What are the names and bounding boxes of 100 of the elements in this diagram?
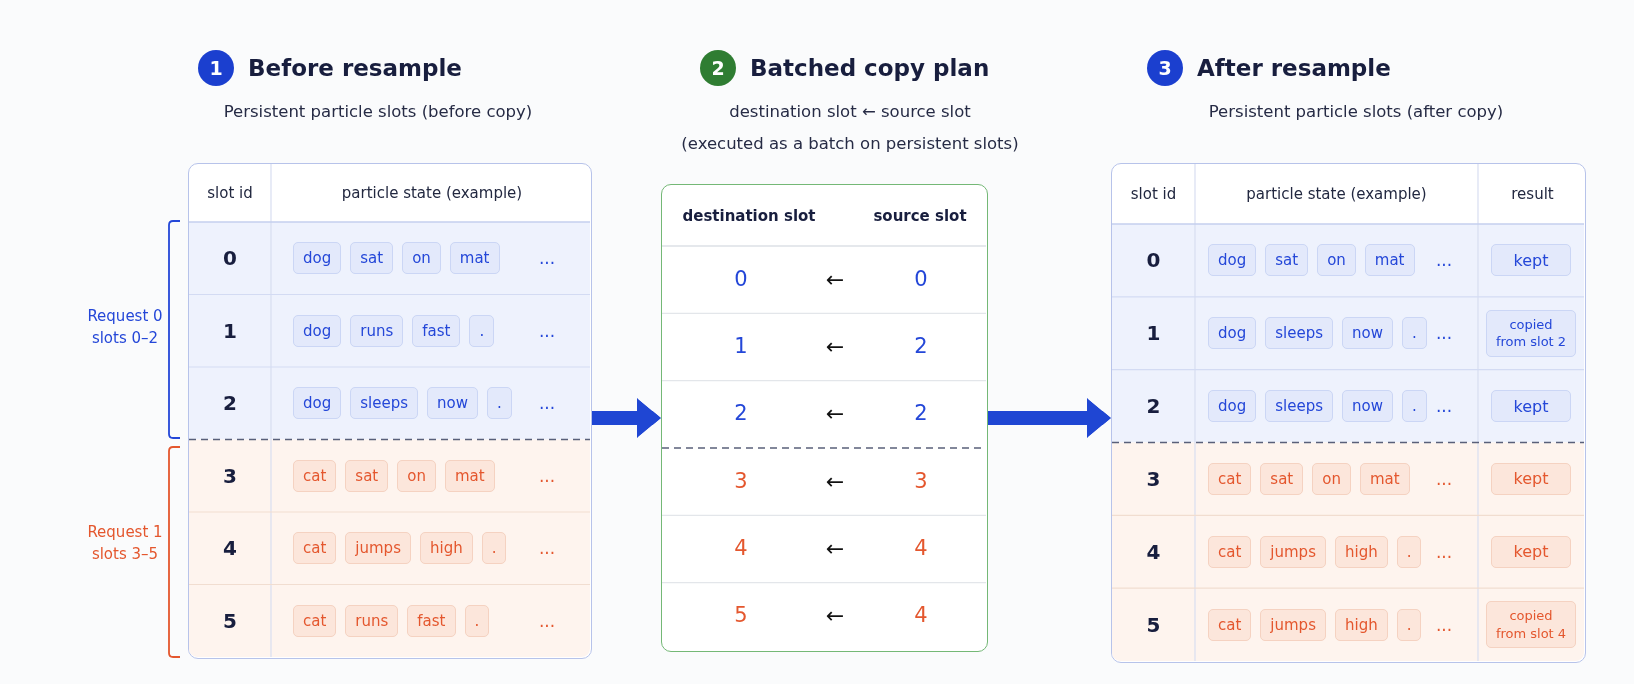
slot-number: 2 <box>1146 394 1161 419</box>
slot-number: 1 <box>734 334 748 360</box>
slot-number: 1 <box>1146 321 1161 346</box>
slot-number: 3 <box>734 469 748 495</box>
token-chip: sat <box>345 459 389 492</box>
ellipsis-text: ... <box>1435 541 1453 562</box>
token-chip: jumps <box>345 532 411 565</box>
token-chip: cat <box>1208 608 1252 641</box>
column-header: slot id <box>1130 185 1177 203</box>
step-badge: 2 <box>700 50 736 86</box>
column-header: slot id <box>207 184 253 202</box>
token-chip: mat <box>449 242 500 275</box>
ellipsis-text: ... <box>1435 395 1453 417</box>
token-chip: on <box>402 242 441 275</box>
slot-number: 0 <box>1146 248 1161 273</box>
panel-subtitle: destination slot ← source slot <box>729 102 971 122</box>
token-chip: . <box>486 387 512 420</box>
token-chip: sleeps <box>1265 317 1333 350</box>
copy-direction-arrow: ← <box>825 468 845 495</box>
token-chip: mat <box>1359 462 1410 495</box>
panel-subtitle: Persistent particle slots (before copy) <box>223 102 533 122</box>
status-chip: kept <box>1490 535 1572 568</box>
copy-direction-arrow: ← <box>825 603 845 630</box>
panel-heading: Before resample <box>248 55 462 83</box>
token-chip: now <box>427 387 478 420</box>
slot-number: 0 <box>734 267 748 293</box>
token-chip: dog <box>293 314 342 347</box>
column-header: source slot <box>873 206 967 225</box>
token-chip: cat <box>1208 535 1252 568</box>
ellipsis-text: ... <box>538 393 556 414</box>
flow-arrow <box>988 398 1111 438</box>
ellipsis-text: ... <box>538 538 556 559</box>
token-chip: sleeps <box>1265 390 1333 423</box>
token-chip: high <box>1334 535 1388 568</box>
token-chip: dog <box>1208 317 1257 350</box>
token-chip: sleeps <box>350 387 418 420</box>
token-chip: . <box>469 314 495 347</box>
token-chip: mat <box>1364 244 1415 277</box>
slot-number: 3 <box>914 469 928 495</box>
column-header: result <box>1511 185 1554 203</box>
token-chip: dog <box>1208 390 1257 423</box>
status-chip: kept <box>1490 244 1572 277</box>
slot-number: 4 <box>734 536 748 562</box>
token-chip: . <box>1401 317 1427 350</box>
token-chip: . <box>481 532 507 565</box>
slot-number: 0 <box>914 267 928 293</box>
token-chip: fast <box>412 314 461 347</box>
slot-number: 2 <box>223 391 237 416</box>
token-chip: dog <box>293 387 342 420</box>
status-chip: kept <box>1490 462 1572 495</box>
ellipsis-text: ... <box>1435 614 1453 635</box>
token-chip: sat <box>1265 244 1309 277</box>
slot-number: 5 <box>734 603 748 629</box>
slot-number: 4 <box>914 536 928 562</box>
ellipsis-text: ... <box>538 465 556 486</box>
token-chip: . <box>1401 390 1427 423</box>
status-chip: copied from slot 2 <box>1486 309 1576 357</box>
slot-number: 4 <box>914 603 928 629</box>
slot-number: 2 <box>734 401 748 427</box>
copy-direction-arrow: ← <box>825 333 845 361</box>
step-badge: 1 <box>198 50 234 86</box>
status-chip: copied from slot 4 <box>1486 601 1576 649</box>
token-chip: on <box>1317 244 1356 277</box>
token-chip: mat <box>444 459 495 492</box>
slot-number: 0 <box>223 246 237 271</box>
flow-arrow <box>592 398 661 438</box>
token-chip: cat <box>293 604 337 637</box>
token-chip: high <box>1334 608 1388 641</box>
column-header: particle state (example) <box>1246 185 1427 203</box>
token-chip: jumps <box>1260 535 1326 568</box>
request-label: Request 0 slots 0–2 <box>86 306 164 349</box>
slot-number: 3 <box>223 463 237 488</box>
step-badge: 3 <box>1147 50 1183 86</box>
slot-number: 5 <box>1146 612 1161 637</box>
token-chip: dog <box>1208 244 1257 277</box>
token-chip: runs <box>345 604 399 637</box>
column-header: destination slot <box>682 206 816 225</box>
slot-number: 4 <box>223 536 237 561</box>
token-chip: dog <box>293 242 342 275</box>
ellipsis-text: ... <box>538 320 556 341</box>
token-chip: sat <box>1260 462 1304 495</box>
token-chip: jumps <box>1260 608 1326 641</box>
copy-direction-arrow: ← <box>825 266 845 293</box>
token-chip: fast <box>407 604 456 637</box>
token-chip: sat <box>350 242 394 275</box>
slot-number: 1 <box>223 318 237 343</box>
ellipsis-text: ... <box>1435 250 1453 271</box>
token-chip: cat <box>293 459 337 492</box>
request-label: Request 1 slots 3–5 <box>86 522 164 565</box>
slot-number: 2 <box>914 401 928 427</box>
slot-number: 2 <box>914 334 928 360</box>
panel-subtitle: Persistent particle slots (after copy) <box>1208 102 1504 122</box>
ellipsis-text: ... <box>538 248 556 269</box>
token-chip: high <box>419 532 473 565</box>
slot-number: 4 <box>1146 539 1161 564</box>
ellipsis-text: ... <box>1435 323 1453 344</box>
panel-subtitle: (executed as a batch on persistent slots) <box>681 134 1019 154</box>
copy-direction-arrow: ← <box>825 401 845 428</box>
panel-heading: Batched copy plan <box>750 55 990 83</box>
slot-number: 5 <box>223 608 237 633</box>
